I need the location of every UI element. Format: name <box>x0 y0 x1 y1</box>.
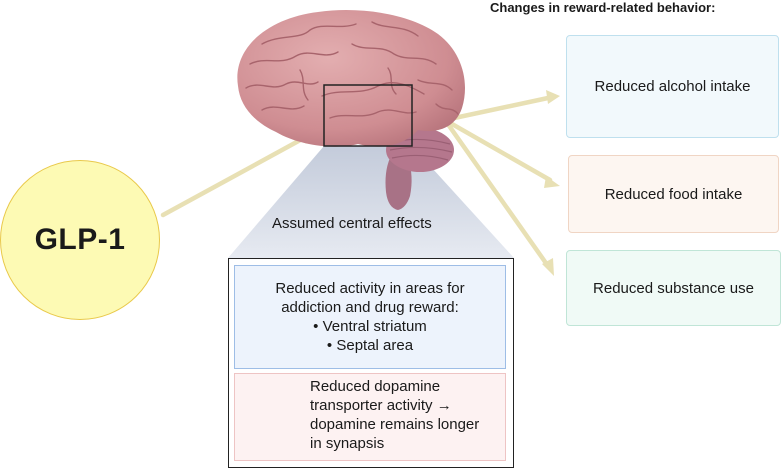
magnification-frame <box>323 84 413 147</box>
outcome-food-label: Reduced food intake <box>604 185 743 203</box>
brain-illustration <box>237 10 465 210</box>
magnification-funnel <box>228 146 514 258</box>
arrow-to-substance <box>442 117 551 269</box>
dopamine-line-2: transporter activity → <box>310 397 452 414</box>
glp1-label: GLP-1 <box>34 223 126 256</box>
glp1-node: GLP-1 <box>0 160 160 320</box>
arrow-to-alcohol <box>442 95 551 123</box>
dopamine-line-4: in synapsis <box>310 435 385 452</box>
activity-bullet-septal: • Septal area <box>326 337 414 354</box>
arrow-glp1-to-brain <box>160 135 307 218</box>
cerebrum <box>237 10 465 147</box>
outcome-substance-label: Reduced substance use <box>593 279 754 297</box>
dopamine-panel <box>234 373 506 461</box>
outcome-food: Reduced food intake <box>568 155 779 233</box>
central-effects-label: Assumed central effects <box>272 215 432 232</box>
outcomes-heading: Changes in reward-related behavior: <box>490 0 716 15</box>
dopamine-line-3: dopamine remains longer <box>310 416 480 433</box>
arrows <box>160 90 560 276</box>
dopamine-text: Reduced dopamine transporter activity → … <box>310 377 502 453</box>
activity-line-1: Reduced activity in areas for <box>275 280 465 297</box>
dopamine-line-1: Reduced dopamine <box>310 378 441 395</box>
activity-bullet-striatum: • Ventral striatum <box>313 318 427 335</box>
arrow-to-food <box>442 117 553 183</box>
outcome-alcohol-label: Reduced alcohol intake <box>594 78 751 95</box>
outcome-alcohol: Reduced alcohol intake <box>566 35 779 138</box>
outcome-substance: Reduced substance use <box>566 250 781 326</box>
brain-stem <box>385 158 412 210</box>
activity-line-2: addiction and drug reward: <box>281 299 459 316</box>
brain-activity-panel: Reduced activity in areas for addiction … <box>234 265 506 369</box>
